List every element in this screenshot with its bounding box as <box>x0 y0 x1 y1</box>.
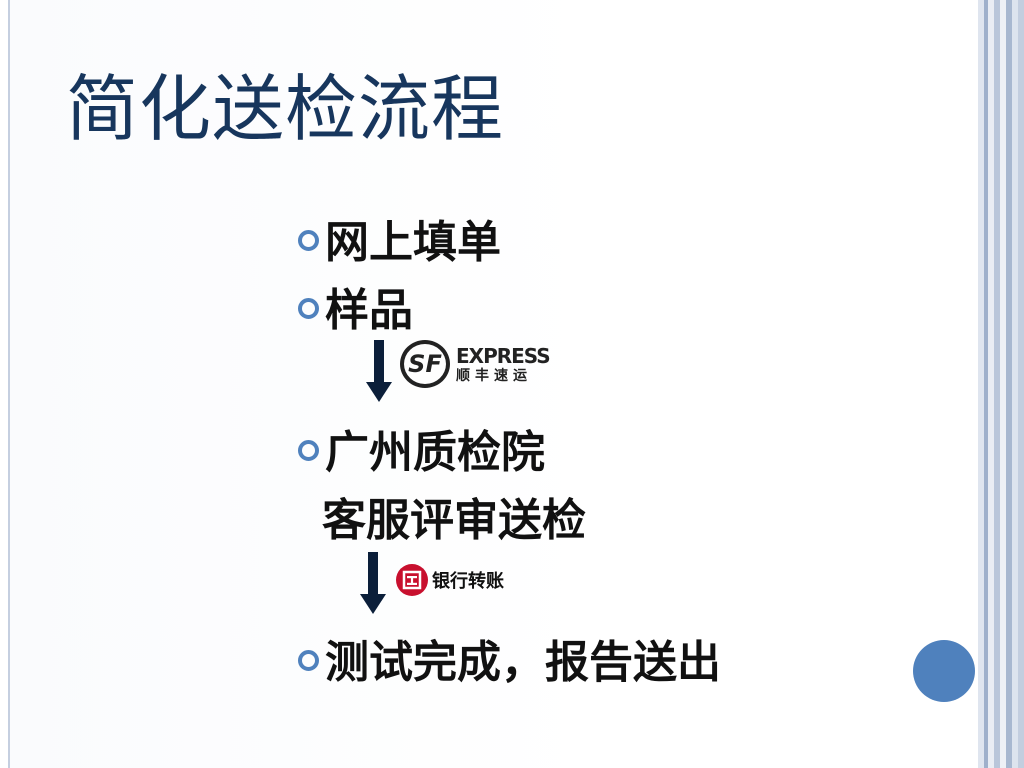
sf-chinese-text: 顺丰速运 <box>456 367 532 384</box>
step-label: 样品 <box>325 285 413 336</box>
decorative-circle <box>913 640 975 702</box>
down-arrow-icon <box>360 552 386 614</box>
right-decorative-stripes <box>978 0 1024 768</box>
slide-title: 简化送检流程 <box>66 67 505 151</box>
step-guangzhou-institute: 广州质检院 <box>298 416 545 480</box>
step-label: 广州质检院 <box>325 427 545 478</box>
step-label: 网上填单 <box>325 217 501 268</box>
step-label: 测试完成，报告送出 <box>325 637 721 688</box>
slide-frame <box>8 0 980 768</box>
sf-express-logo: SF EXPRESS 顺丰速运 <box>400 340 551 388</box>
sf-english-text: EXPRESS <box>456 343 551 368</box>
bullet-ring-icon <box>298 297 319 319</box>
step-report-sent: 测试完成，报告送出 <box>298 626 721 690</box>
sf-badge: SF <box>400 340 450 388</box>
bullet-ring-icon <box>298 229 319 251</box>
down-arrow-icon <box>366 340 392 402</box>
step-sample: 样品 <box>298 274 413 338</box>
bullet-ring-icon <box>298 649 319 671</box>
icbc-bank-icon <box>396 564 428 596</box>
step-fill-form: 网上填单 <box>298 206 501 270</box>
bank-transfer-logo: 银行转账 <box>396 564 504 596</box>
bank-transfer-label: 银行转账 <box>432 571 504 592</box>
bullet-ring-icon <box>298 439 319 461</box>
step-continuation: 客服评审送检 <box>322 495 586 546</box>
